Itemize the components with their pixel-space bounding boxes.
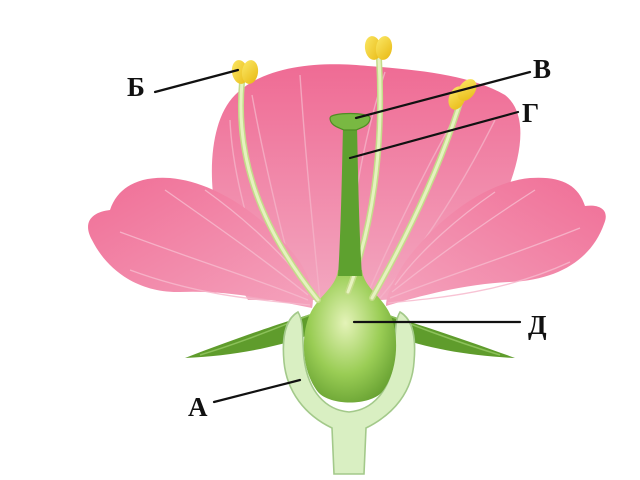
pointer-line-g bbox=[348, 110, 520, 160]
anther-center bbox=[364, 36, 393, 60]
style bbox=[338, 126, 362, 276]
label-v-stigma: В bbox=[533, 54, 552, 84]
label-g-style: Г bbox=[522, 98, 540, 128]
ovary bbox=[303, 270, 397, 403]
petal-right-veins bbox=[387, 189, 581, 304]
receptacle bbox=[282, 310, 416, 475]
label-a-receptacle: А bbox=[188, 392, 208, 422]
sepal-right bbox=[380, 312, 515, 358]
pointer-lines bbox=[153, 68, 532, 404]
pointer-line-v bbox=[354, 70, 532, 120]
pointer-line-b bbox=[153, 68, 240, 94]
sepal-left bbox=[185, 312, 318, 358]
pointer-line-a bbox=[212, 378, 302, 404]
petal-right bbox=[386, 177, 606, 306]
anther-right bbox=[448, 79, 477, 110]
label-d-ovary: Д bbox=[528, 310, 547, 340]
label-b-anther: Б bbox=[127, 72, 145, 102]
anther-left bbox=[231, 60, 259, 84]
sepal-left-highlight bbox=[199, 311, 319, 356]
